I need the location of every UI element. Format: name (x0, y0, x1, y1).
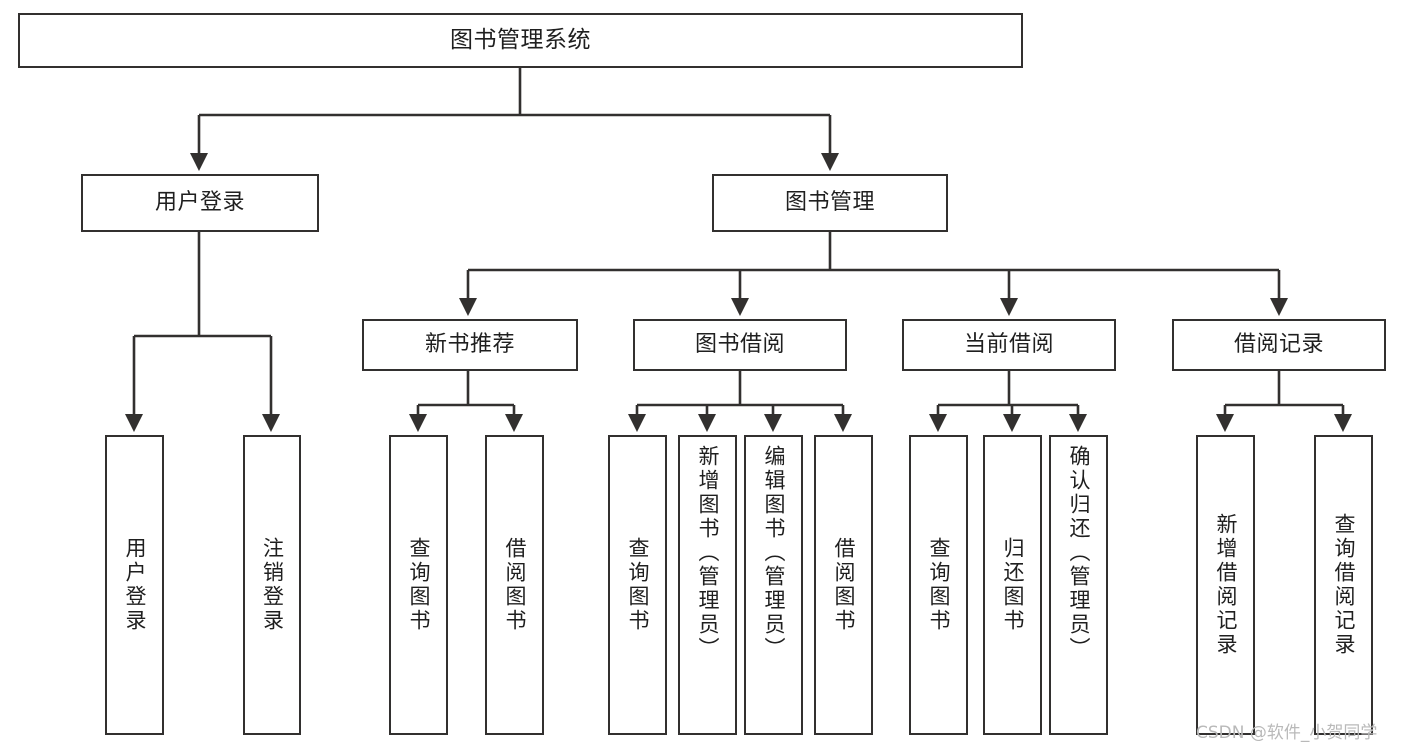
node-user-login[interactable]: 用户登录 (81, 174, 319, 232)
node-user-login-label: 用户登录 (154, 189, 245, 215)
node-book-manage[interactable]: 图书管理 (712, 174, 948, 232)
node-leaf-borrow-book-2[interactable]: 借阅图书 (814, 435, 873, 735)
node-leaf-logout-login-label: 注销登录 (260, 537, 285, 633)
node-leaf-query-borrow-record-label: 查询借阅记录 (1332, 513, 1356, 657)
node-book-borrow-label: 图书借阅 (694, 331, 785, 357)
node-borrow-record-label: 借阅记录 (1233, 331, 1324, 357)
node-leaf-query-book-1-label: 查询图书 (407, 537, 431, 633)
node-leaf-borrow-book-1[interactable]: 借阅图书 (485, 435, 544, 735)
node-book-manage-label: 图书管理 (784, 189, 875, 215)
node-current-borrow-label: 当前借阅 (963, 331, 1054, 357)
node-leaf-edit-book-admin-label: 编辑图书（管理员） (762, 445, 786, 661)
node-leaf-borrow-book-2-label: 借阅图书 (832, 537, 856, 633)
watermark-text: CSDN @软件_小贺同学 (1196, 723, 1378, 743)
node-leaf-return-book[interactable]: 归还图书 (983, 435, 1042, 735)
node-leaf-add-borrow-record-label: 新增借阅记录 (1214, 513, 1238, 657)
node-leaf-query-book-2[interactable]: 查询图书 (608, 435, 667, 735)
node-leaf-edit-book-admin[interactable]: 编辑图书（管理员） (744, 435, 803, 735)
node-new-book-recommend-label: 新书推荐 (424, 331, 515, 357)
node-leaf-add-book-admin-label: 新增图书（管理员） (696, 445, 720, 661)
node-book-borrow[interactable]: 图书借阅 (633, 319, 847, 371)
node-leaf-confirm-return-admin[interactable]: 确认归还（管理员） (1049, 435, 1108, 735)
node-leaf-query-book-2-label: 查询图书 (626, 537, 650, 633)
node-leaf-borrow-book-1-label: 借阅图书 (503, 537, 527, 633)
node-leaf-return-book-label: 归还图书 (1001, 537, 1025, 633)
node-new-book-recommend[interactable]: 新书推荐 (362, 319, 578, 371)
node-leaf-logout-login[interactable]: 注销登录 (243, 435, 301, 735)
node-leaf-confirm-return-admin-label: 确认归还（管理员） (1067, 445, 1091, 661)
node-borrow-record[interactable]: 借阅记录 (1172, 319, 1386, 371)
node-current-borrow[interactable]: 当前借阅 (902, 319, 1116, 371)
node-leaf-query-book-1[interactable]: 查询图书 (389, 435, 448, 735)
node-root[interactable]: 图书管理系统 (18, 13, 1023, 68)
node-leaf-add-book-admin[interactable]: 新增图书（管理员） (678, 435, 737, 735)
node-leaf-query-borrow-record[interactable]: 查询借阅记录 (1314, 435, 1373, 735)
node-leaf-query-book-3[interactable]: 查询图书 (909, 435, 968, 735)
node-leaf-add-borrow-record[interactable]: 新增借阅记录 (1196, 435, 1255, 735)
node-root-label: 图书管理系统 (450, 26, 591, 53)
node-leaf-user-login-label: 用户登录 (123, 537, 147, 633)
node-leaf-query-book-3-label: 查询图书 (927, 537, 951, 633)
node-leaf-user-login[interactable]: 用户登录 (105, 435, 164, 735)
